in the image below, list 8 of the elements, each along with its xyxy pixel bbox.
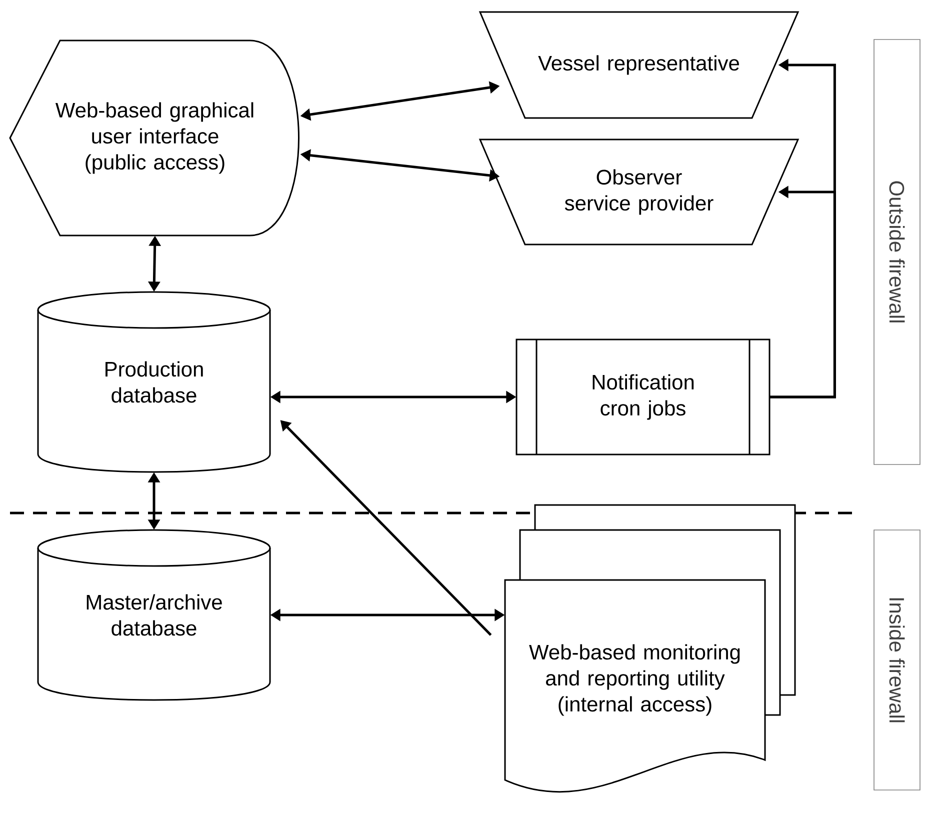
database-cylinder: Production database: [37, 291, 271, 473]
document-stack: Web-based monitoring and reporting utility (internal access): [504, 504, 796, 792]
label-box: Outside firewall: [874, 39, 920, 465]
label-box: Inside firewall: [874, 530, 920, 790]
node-label: Master/archive database: [86, 594, 222, 636]
database-cylinder: Master/archive database: [37, 529, 271, 701]
process-box: Notification cron jobs: [516, 338, 770, 456]
node-label: Production database: [106, 361, 203, 403]
